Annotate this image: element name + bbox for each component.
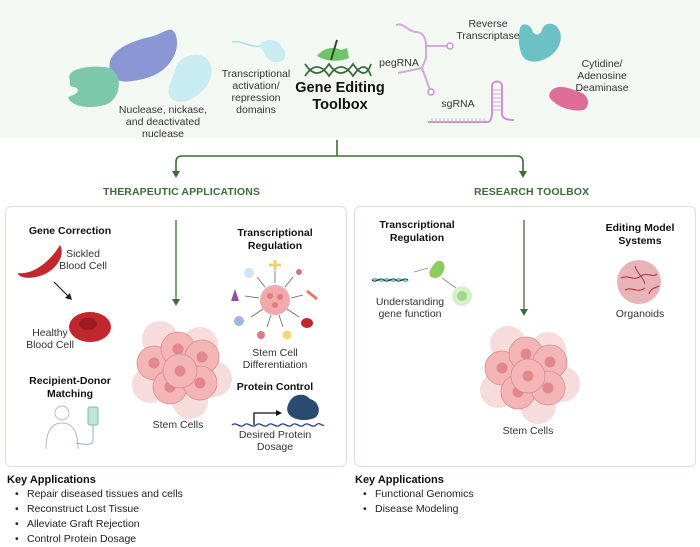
label-line: domains [236,104,276,116]
therapeutic-key-applications-title: Key Applications [7,474,96,486]
research-stem-cells-icon [480,326,580,424]
research-panel [354,206,696,467]
cell-nucleus [522,370,534,382]
patient-iv-icon [45,405,99,450]
editing-model-title: Editing Model Systems [600,222,680,247]
cell-nucleus [520,348,532,360]
label-line: nuclease [141,128,185,140]
deaminase-label: Cytidine/ Adenosine Deaminase [570,58,634,94]
list-item: Reconstruct Lost Tissue [7,502,183,517]
title-line: Editing Model [605,222,675,234]
title-line: Transcriptional [379,219,455,231]
therapeutic-center-arrow [172,220,180,306]
transcriptional-domain-icon [231,40,286,63]
research-key-applications-list: Functional Genomics Disease Modeling [355,487,474,517]
label-line: repression [231,92,281,104]
label-line: Transcriptional [221,68,291,80]
sgrna-label: sgRNA [441,98,475,110]
title-line: Matching [46,387,94,400]
dna-hand-icon [304,39,372,78]
label-line: Blood Cell [26,339,74,351]
branch-connector [172,140,527,178]
reverse-transcriptase-label: Reverse Transcriptase [452,18,524,42]
label-line: Cytidine/ [581,58,623,70]
gene-function-caption: Understanding gene function [370,296,450,320]
list-item: Repair diseased tissues and cells [7,487,183,502]
title-line: Systems [618,234,662,247]
title-line: Gene Editing [295,80,385,96]
healthy-label: Healthy Blood Cell [20,327,80,351]
label-line: Understanding [375,296,445,308]
pegrna-icon [395,23,454,96]
therapeutic-heading: THERAPEUTIC APPLICATIONS [103,186,260,198]
label-line: activation/ [232,80,280,92]
list-item: Control Protein Dosage [7,532,183,547]
research-heading: RESEARCH TOOLBOX [474,186,590,198]
organoids-label: Organoids [615,308,665,320]
protein-dosage-caption: Desired Protein Dosage [230,429,320,453]
title-line: Transcriptional [237,227,313,239]
label-line: Stem Cell [252,347,298,359]
therapeutic-key-applications-list: Repair diseased tissues and cells Recons… [7,487,183,547]
label-line: Healthy [32,327,68,339]
organoid-icon [617,260,661,304]
differentiation-caption: Stem Cell Differentiation [230,347,320,371]
label-line: Nuclease, nickase, [118,104,208,116]
label-line: Adenosine [577,70,627,82]
label-line: and deactivated [125,116,201,128]
cell-nucleus [496,362,508,374]
stem-cells-label: Stem Cells [152,419,204,431]
sickled-label: Sickled Blood Cell [58,248,108,272]
research-center-arrow [520,220,528,316]
list-item: Alleviate Graft Rejection [7,517,183,532]
label-line: gene function [378,308,442,320]
healthy-blood-cell-icon [69,312,111,342]
label-line: Deaminase [575,82,629,94]
nuclease-icon [68,29,212,108]
cell-nucleus [174,365,186,377]
cell-nucleus [194,377,206,389]
cell-nucleus [542,382,554,394]
pegrna-label: pegRNA [379,57,419,69]
label-line: Differentiation [242,359,308,371]
sickled-blood-cell-icon [18,245,62,278]
title-line: Regulation [247,239,303,252]
transcriptional-domains-label: Transcriptional activation/ repression d… [218,68,294,116]
research-transcriptional-title: Transcriptional Regulation [372,219,462,244]
label-line: Desired Protein [238,429,312,441]
title-line: Regulation [389,231,445,244]
correction-arrow [53,281,72,300]
cell-nucleus [172,343,184,355]
stem-cells-icon [132,321,232,419]
list-item: Disease Modeling [355,502,474,517]
cell-nucleus [148,357,160,369]
recipient-donor-title: Recipient-Donor Matching [15,375,125,400]
title-line: Recipient-Donor [29,375,111,387]
transcriptional-regulation-title: Transcriptional Regulation [230,227,320,252]
label-line: Transcriptase [456,30,520,42]
protein-control-title: Protein Control [236,381,314,393]
sgrna-icon [428,80,515,123]
label-line: Blood Cell [59,260,107,272]
gene-function-icon [371,260,472,306]
reverse-transcriptase-icon [518,23,561,62]
cell-nucleus [544,356,556,368]
deaminase-icon [549,86,589,111]
cell-nucleus [196,351,208,363]
title-line: Toolbox [312,97,368,113]
toolbox-title: Gene Editing Toolbox [290,80,390,114]
research-key-applications-title: Key Applications [355,474,444,486]
label-line: Dosage [256,441,294,453]
stem-cell-differentiation-icon [231,260,318,340]
list-item: Functional Genomics [355,487,474,502]
nuclease-label: Nuclease, nickase, and deactivated nucle… [108,104,218,140]
gene-correction-title: Gene Correction [28,225,112,237]
research-stem-cells-label: Stem Cells [502,425,554,437]
protein-dosage-icon [231,394,325,427]
label-line: Reverse [468,18,508,30]
label-line: Sickled [66,248,100,260]
